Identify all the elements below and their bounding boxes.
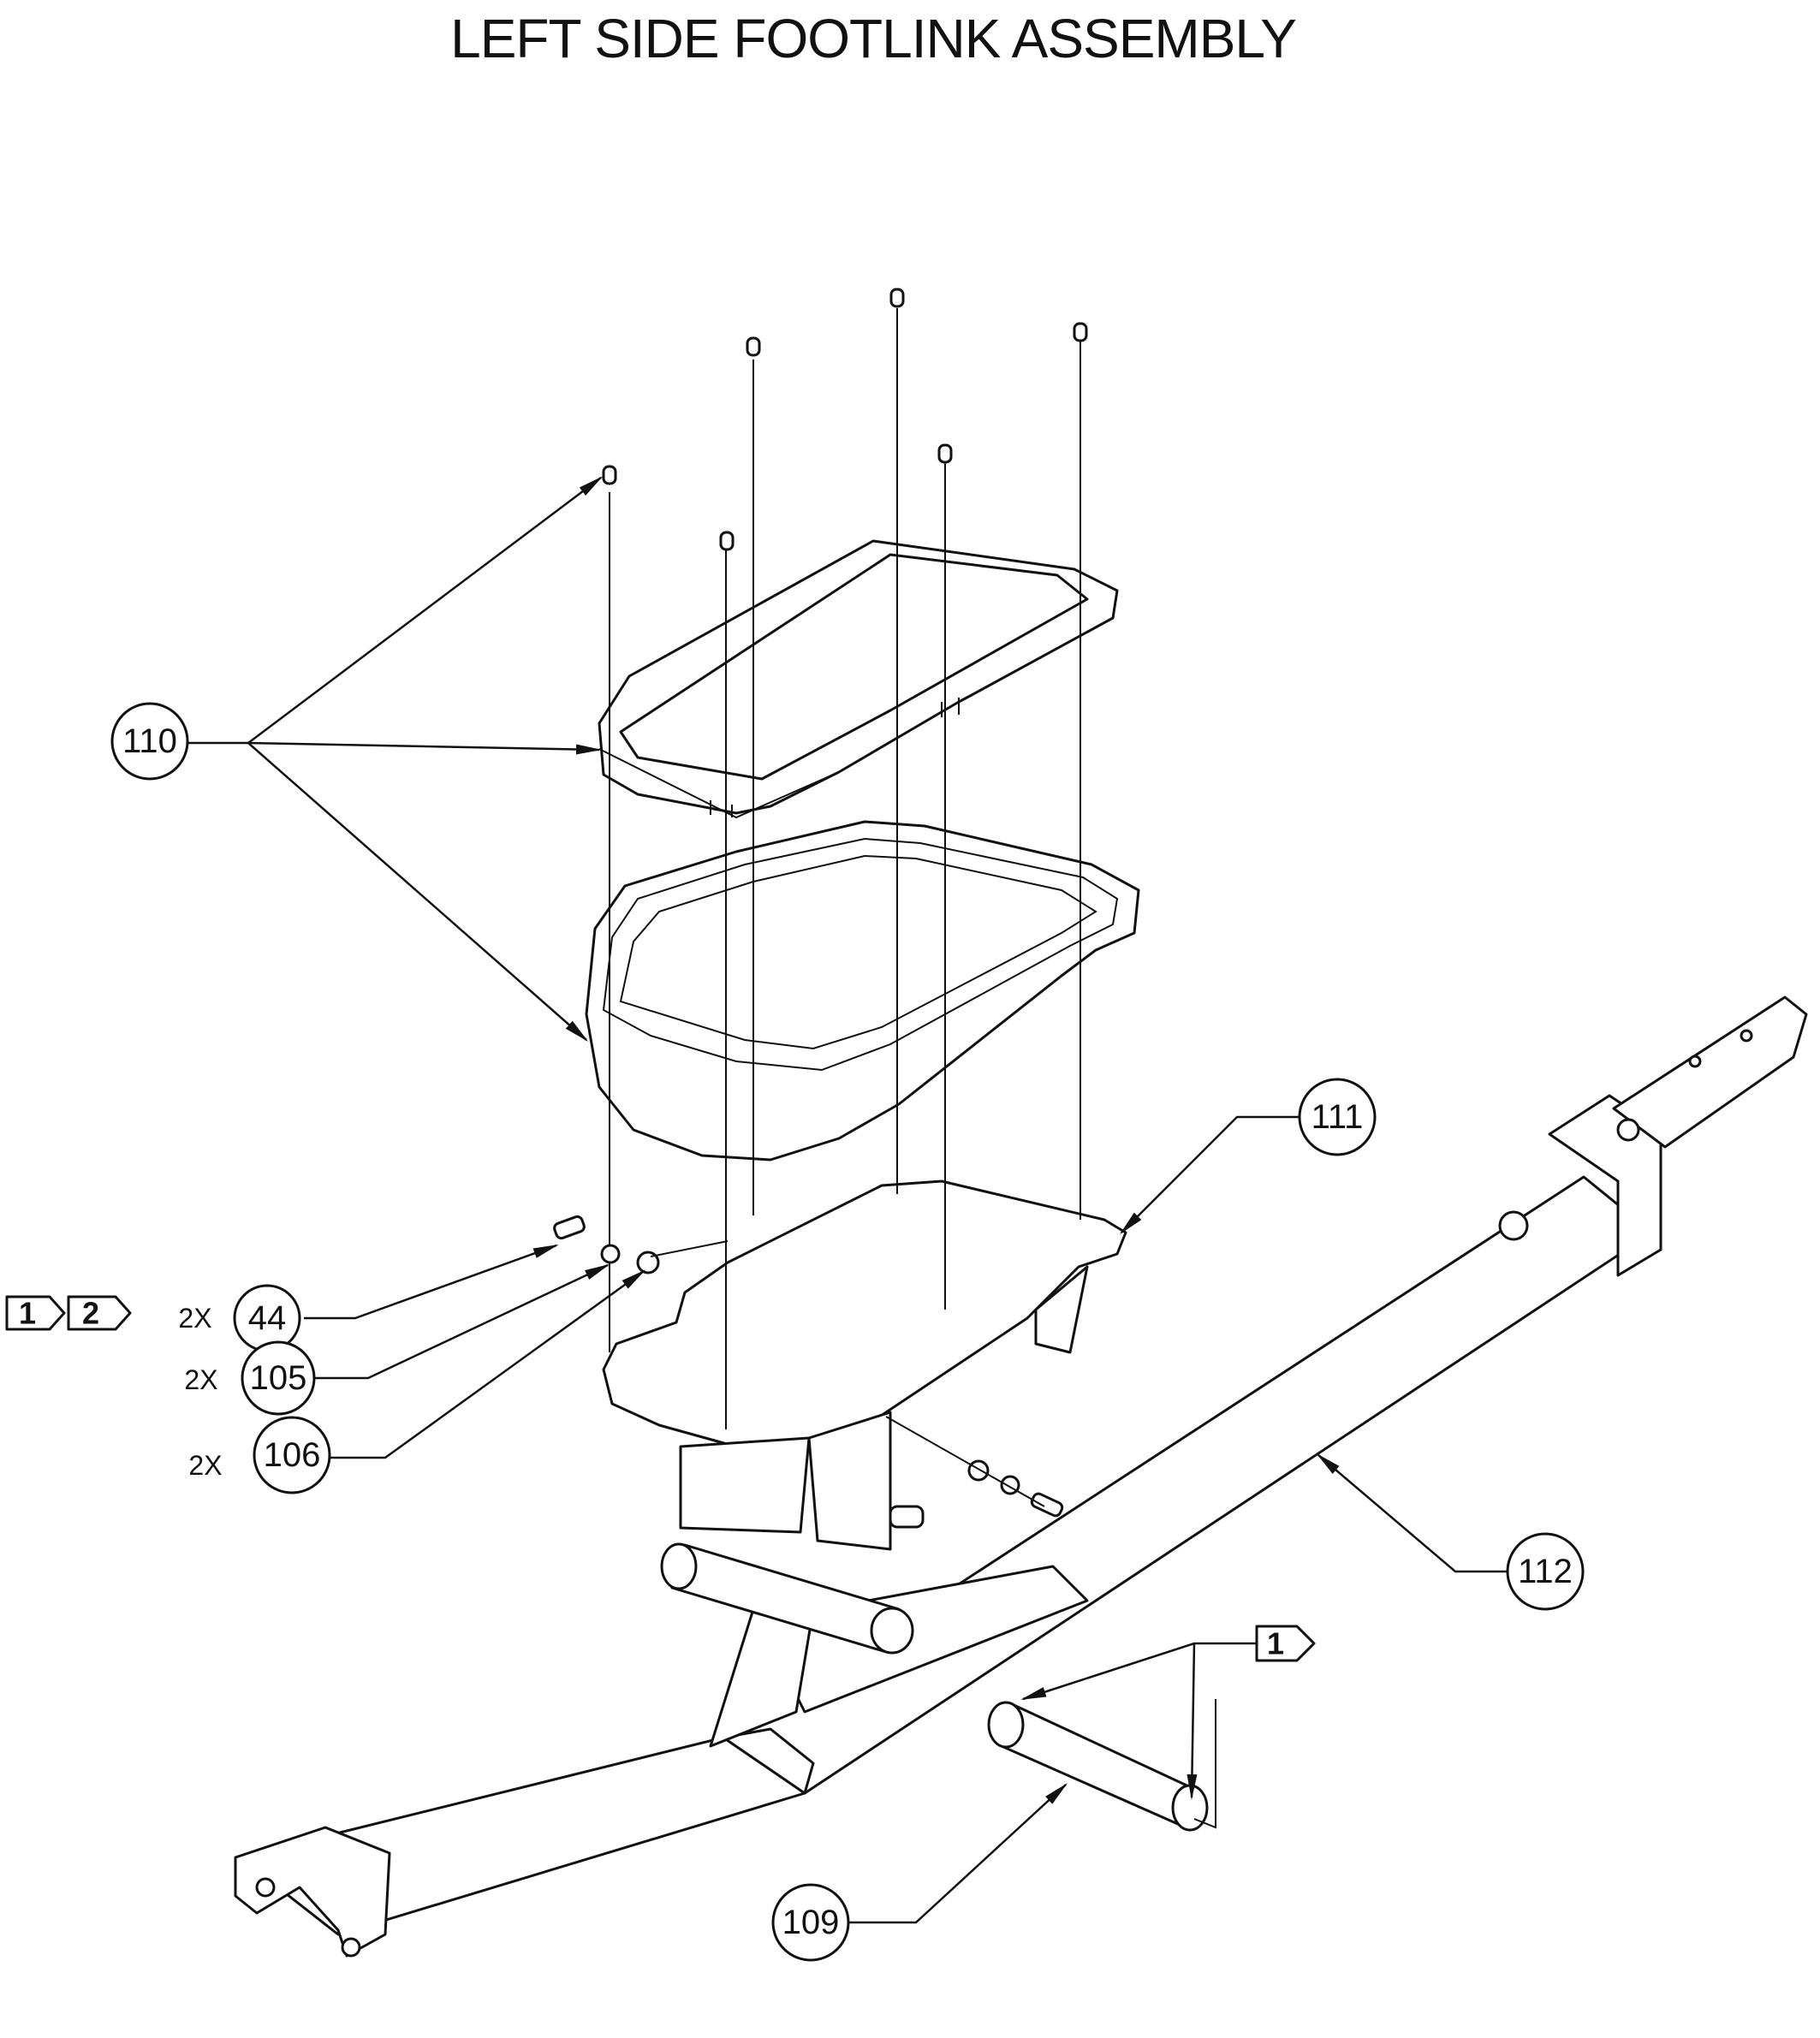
callout-label-109: 109 (782, 1904, 840, 1941)
qty-105: 2X (184, 1364, 217, 1395)
note-flag-right-1: 1 (1020, 1625, 1316, 1800)
note-flag-left-1-label: 1 (19, 1296, 36, 1331)
callout-112: 112 (1316, 1453, 1585, 1611)
callout-label-112: 112 (1518, 1553, 1573, 1590)
callout-105: 105 2X (184, 1263, 610, 1416)
note-flag-right-1-label: 1 (1267, 1626, 1284, 1661)
callout-111: 111 (1119, 1078, 1377, 1235)
callout-bubble-111 (1298, 1078, 1377, 1156)
foot-plate-pad (598, 539, 1119, 819)
note-flag-left-2: 2 (67, 1295, 132, 1331)
callout-bubble-105 (241, 1340, 316, 1416)
foot-shroud (585, 820, 1140, 1162)
side-hardware (553, 1215, 1064, 1529)
qty-106: 2X (188, 1450, 222, 1481)
callout-bubble-106 (253, 1416, 331, 1494)
callout-bubble-112 (1506, 1532, 1585, 1611)
alignment-lines (609, 308, 1081, 1429)
note-flag-left-1: 1 (5, 1295, 66, 1331)
footlink-arm (234, 995, 1808, 1958)
callout-44: 44 2X (178, 1244, 559, 1352)
qty-44: 2X (178, 1303, 211, 1334)
callout-label-105: 105 (250, 1359, 307, 1397)
callout-label-44: 44 (248, 1299, 287, 1337)
note-flag-left-2-label: 2 (82, 1296, 99, 1331)
callout-106: 106 2X (188, 1269, 646, 1494)
callout-label-111: 111 (1311, 1098, 1364, 1136)
top-screws (602, 288, 1088, 551)
callout-label-106: 106 (264, 1436, 321, 1474)
foot-plate-base (602, 1179, 1127, 1551)
callout-bubble-109 (771, 1883, 850, 1962)
pivot-axle (660, 1542, 1216, 1832)
callout-110: 110 (110, 476, 604, 1042)
callout-bubble-110 (110, 702, 189, 781)
callout-109: 109 (771, 1782, 1068, 1962)
callout-label-110: 110 (122, 722, 177, 760)
page-title: LEFT SIDE FOOTLINK ASSEMBLY (450, 8, 1297, 69)
